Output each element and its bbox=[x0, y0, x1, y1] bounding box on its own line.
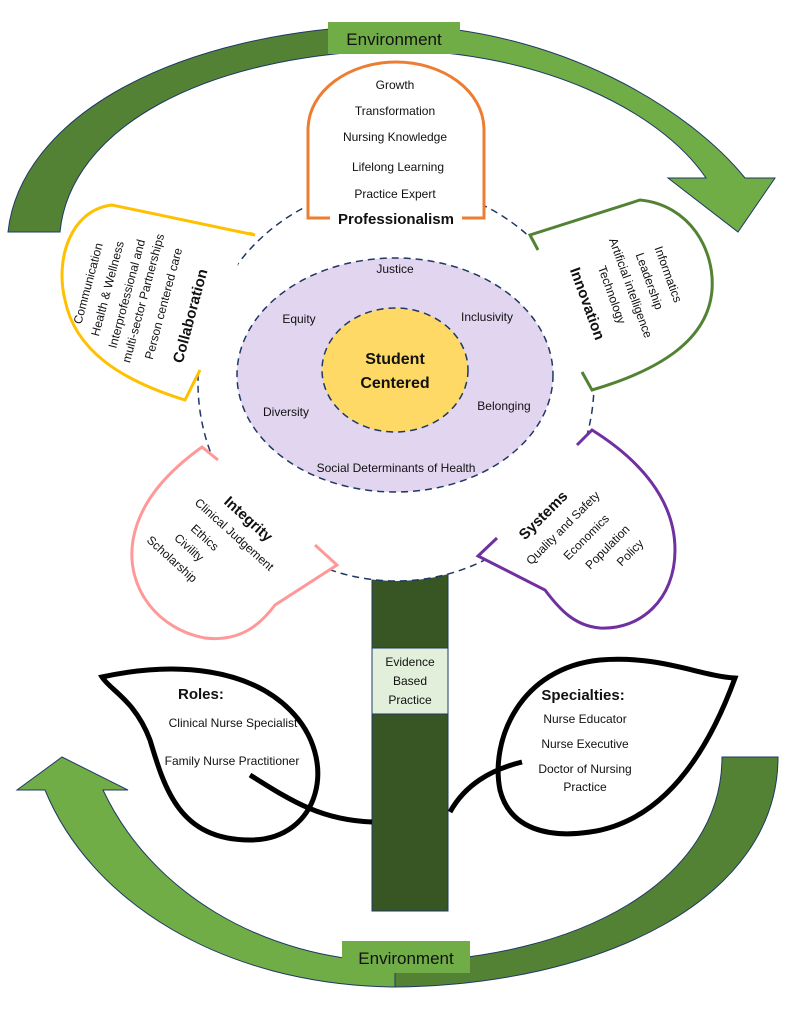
ebp-line-2: Based bbox=[393, 674, 427, 688]
specialties-leaf-vein bbox=[447, 759, 523, 814]
value-equity: Equity bbox=[282, 312, 315, 326]
professionalism-item: Nursing Knowledge bbox=[343, 130, 447, 144]
innovation-outline bbox=[527, 198, 714, 392]
petal-collaboration: Communication Health & Wellness Interpro… bbox=[60, 203, 256, 402]
specialties-item: Nurse Educator bbox=[543, 712, 626, 726]
professionalism-title: Professionalism bbox=[338, 211, 454, 228]
professionalism-item: Transformation bbox=[355, 104, 435, 118]
roles-leaf-vein bbox=[248, 772, 373, 825]
value-social-determinants: Social Determinants of Health bbox=[317, 461, 476, 475]
professionalism-item: Lifelong Learning bbox=[352, 160, 444, 174]
top-arrow-right-band bbox=[394, 24, 776, 233]
bottom-environment-label-box: Environment bbox=[342, 941, 470, 973]
value-inclusivity: Inclusivity bbox=[461, 310, 513, 324]
value-belonging: Belonging bbox=[477, 399, 530, 413]
professionalism-outline bbox=[306, 60, 486, 220]
specialties-leaf-outline bbox=[495, 656, 739, 837]
value-justice: Justice bbox=[376, 262, 414, 276]
specialties-item: Doctor of Nursing bbox=[538, 762, 631, 776]
ebp-line-3: Practice bbox=[388, 693, 432, 707]
top-environment-label: Environment bbox=[346, 30, 442, 49]
specialties-item: Nurse Executive bbox=[541, 737, 629, 751]
petal-systems: Systems Quality and Safety Economics Pop… bbox=[475, 428, 677, 630]
professionalism-item: Growth bbox=[376, 78, 415, 92]
specialties-title: Specialties: bbox=[541, 687, 624, 704]
value-diversity: Diversity bbox=[263, 405, 309, 419]
petal-integrity: Integrity Clinical Judgement Ethics Civi… bbox=[130, 445, 340, 641]
roles-leaf: Roles: Clinical Nurse Specialist Family … bbox=[98, 666, 373, 843]
roles-item: Clinical Nurse Specialist bbox=[169, 716, 298, 730]
ebp-line-1: Evidence bbox=[385, 655, 435, 669]
center-line-2: Centered bbox=[360, 375, 429, 392]
systems-outline bbox=[475, 428, 677, 630]
student-centered-core bbox=[321, 307, 469, 433]
petal-innovation: Informatics Leadership Artificial intell… bbox=[527, 198, 714, 392]
specialties-leaf: Specialties: Nurse Educator Nurse Execut… bbox=[447, 656, 739, 837]
bottom-arrow-left-band bbox=[15, 756, 396, 988]
top-environment-label-box: Environment bbox=[328, 22, 460, 54]
roles-leaf-outline bbox=[98, 666, 321, 843]
professionalism-item: Practice Expert bbox=[354, 187, 436, 201]
roles-title: Roles: bbox=[178, 686, 224, 703]
integrity-outline bbox=[130, 445, 340, 641]
evidence-based-practice-box: Evidence Based Practice bbox=[371, 647, 449, 715]
stem bbox=[371, 552, 449, 912]
center-line-1: Student bbox=[365, 351, 425, 368]
petal-professionalism: Growth Transformation Nursing Knowledge … bbox=[306, 60, 486, 228]
collaboration-outline bbox=[60, 203, 256, 402]
specialties-item: Practice bbox=[563, 780, 607, 794]
roles-item: Family Nurse Practitioner bbox=[165, 754, 300, 768]
bottom-environment-label: Environment bbox=[358, 949, 454, 968]
